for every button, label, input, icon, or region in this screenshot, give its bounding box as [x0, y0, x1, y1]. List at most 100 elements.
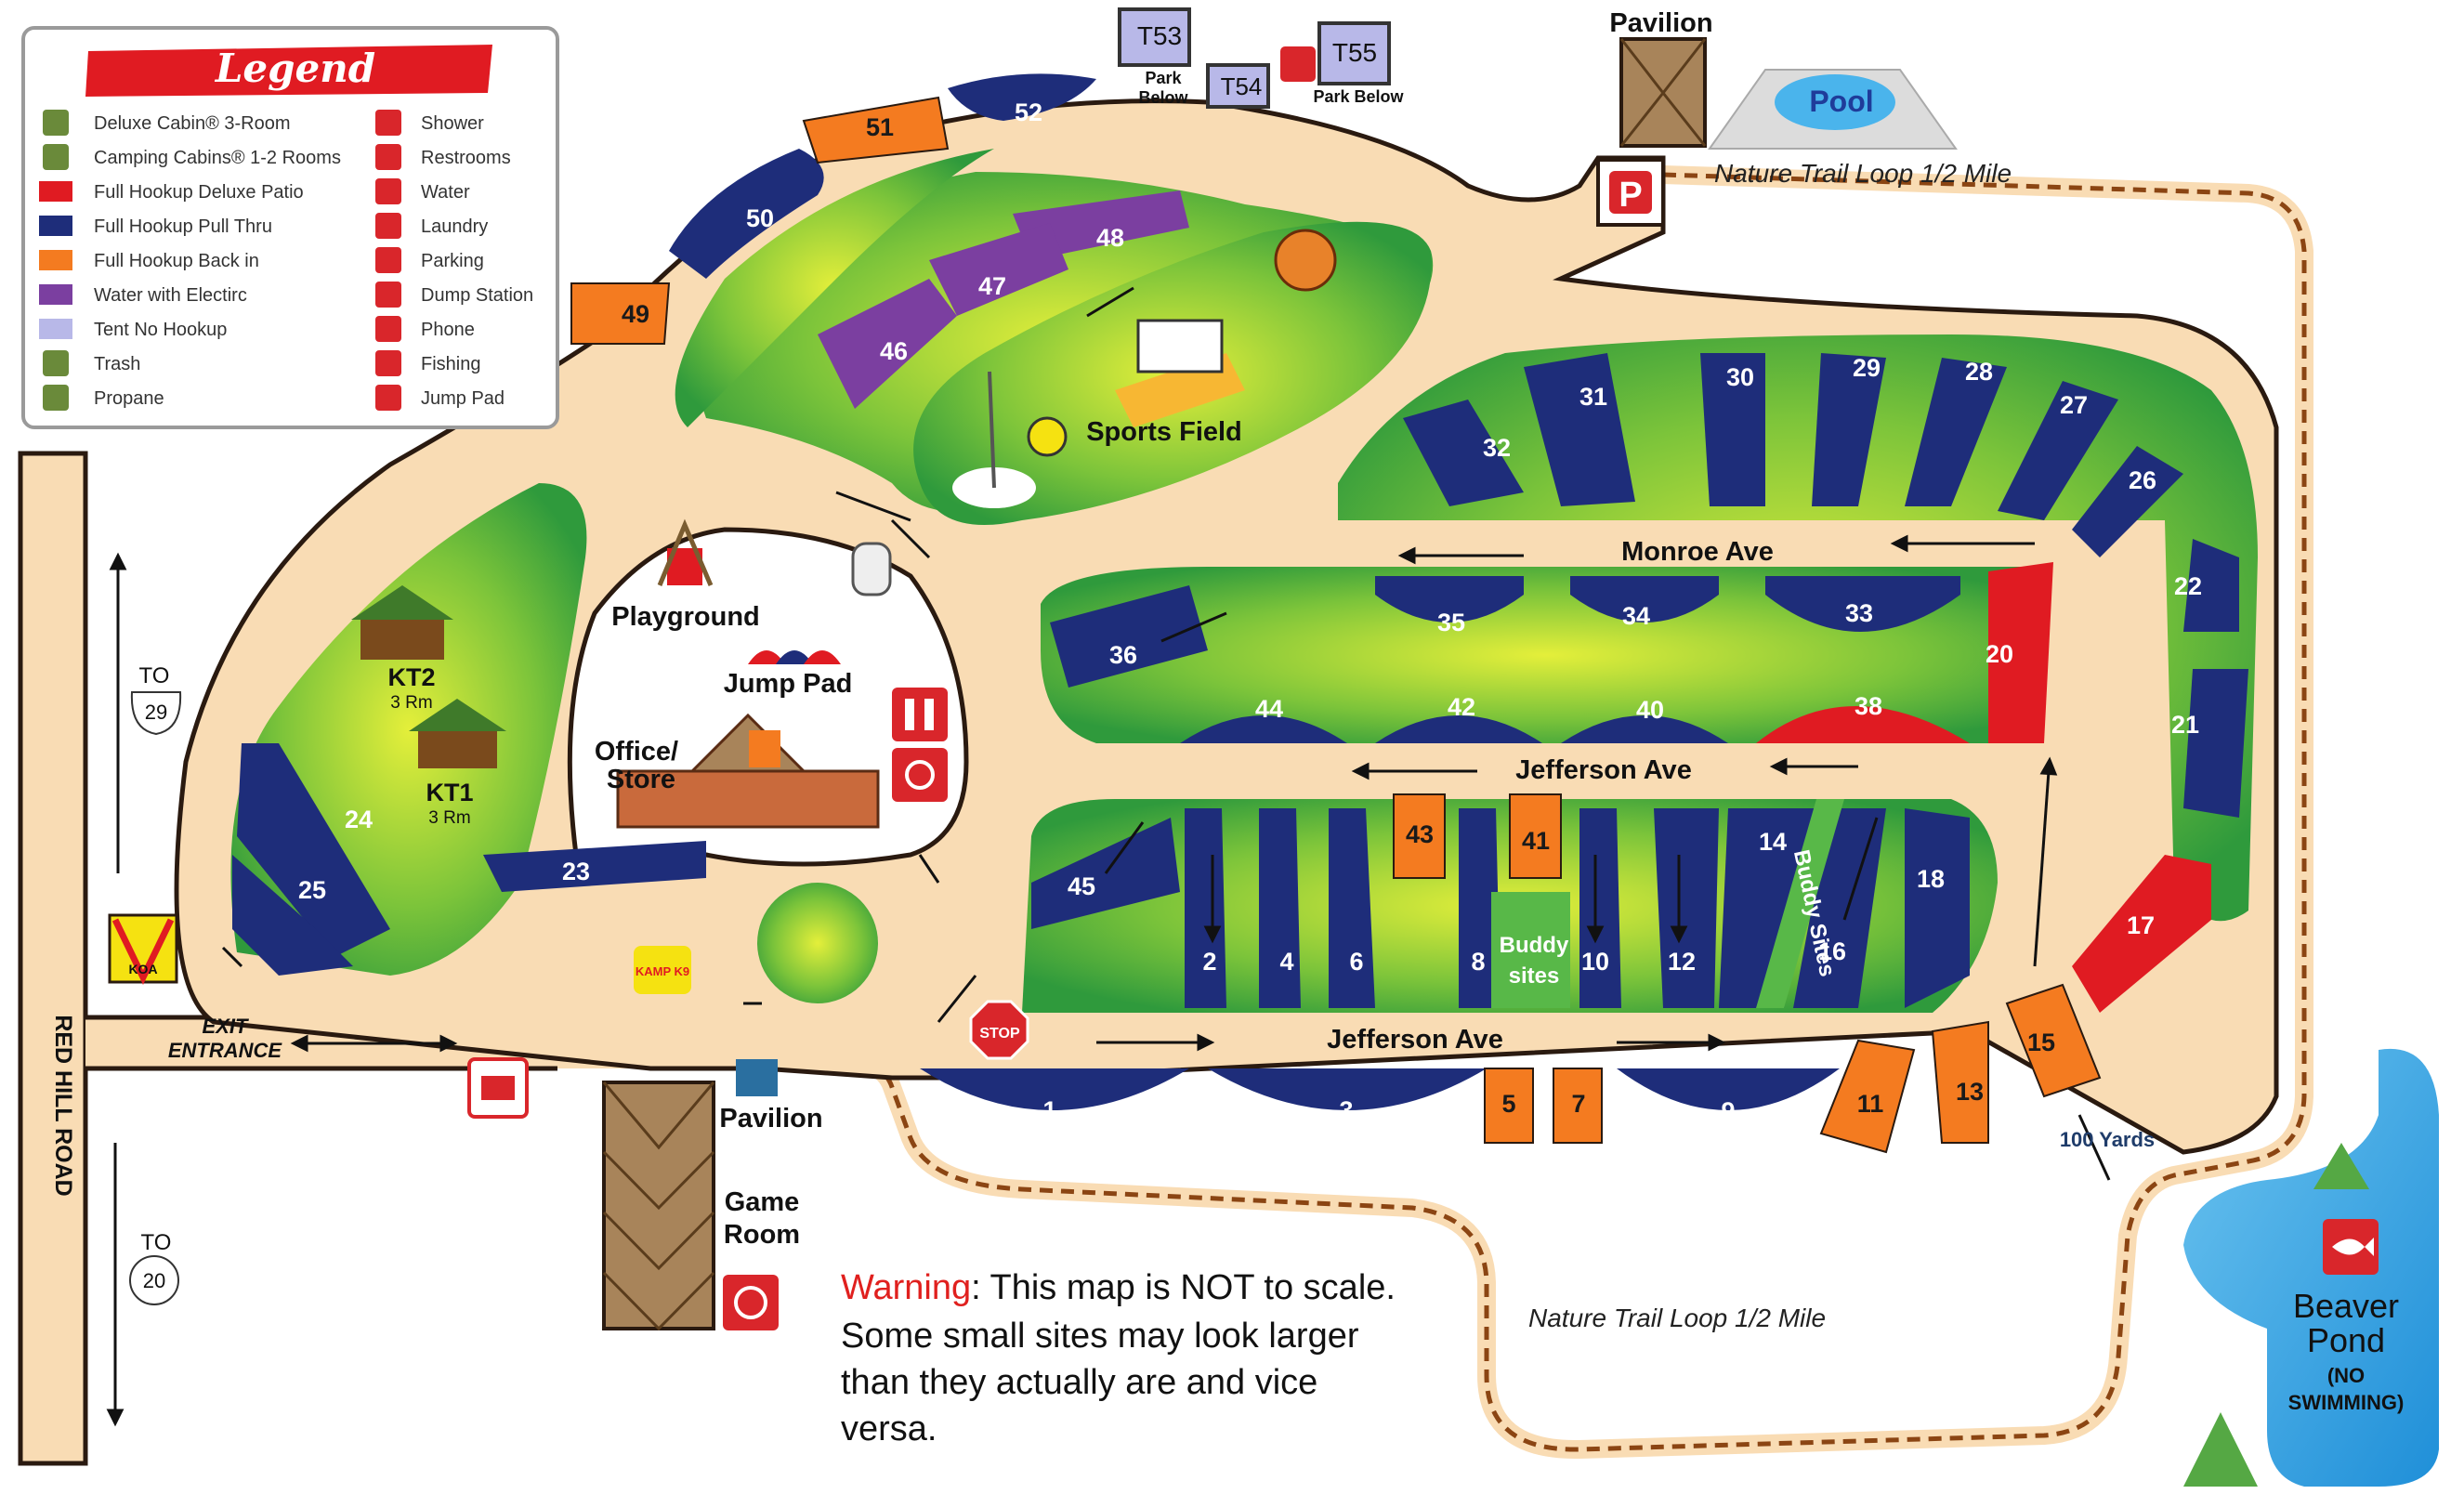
- site-shape-5[interactable]: [1484, 1068, 1534, 1144]
- site-shape-34[interactable]: [1570, 576, 1719, 622]
- site-shape-3[interactable]: [1208, 1068, 1487, 1110]
- restrooms-icon[interactable]: [892, 688, 948, 741]
- beaver-pond-label-line2: Pond: [2307, 1321, 2385, 1359]
- buddy-sites-label-a: Buddy: [1500, 933, 1569, 958]
- site-shape-1[interactable]: [920, 1068, 1189, 1110]
- site-shape-9[interactable]: [1617, 1068, 1840, 1110]
- site-shape-49[interactable]: [570, 282, 671, 345]
- site-shape-50[interactable]: [669, 149, 824, 279]
- site-shape-41[interactable]: [1509, 793, 1562, 879]
- site-shape-17[interactable]: [2072, 855, 2211, 1013]
- laundry-icon[interactable]: [723, 1275, 779, 1330]
- golf-flag-icon: [952, 371, 1068, 508]
- site-shape-7[interactable]: [1553, 1068, 1603, 1144]
- site-shape-28[interactable]: [1905, 358, 2007, 506]
- site-shape-13[interactable]: [1931, 1020, 1989, 1144]
- site-shape-23[interactable]: [483, 841, 706, 892]
- legend-right-label-7: Fishing: [421, 354, 480, 374]
- site-shape-29[interactable]: [1812, 353, 1886, 506]
- game-room-label-line2: Room: [724, 1220, 800, 1250]
- site-label-9: 9: [1721, 1097, 1735, 1125]
- playground-label: Playground: [611, 602, 760, 632]
- site-shape-35[interactable]: [1375, 576, 1524, 622]
- kamp-k9-logo: [634, 946, 691, 994]
- site-shape-6[interactable]: [1329, 808, 1375, 1008]
- site-shape-36[interactable]: [1050, 585, 1208, 688]
- shower-icon[interactable]: [892, 748, 948, 802]
- exit-label: EXIT: [203, 1015, 249, 1038]
- kt2-rooms-label: 3 Rm: [390, 693, 432, 713]
- site-shape-8[interactable]: [1459, 808, 1501, 1008]
- site-shape-26[interactable]: [2072, 446, 2183, 557]
- pool-label: Pool: [1809, 85, 1873, 118]
- street-labels: Monroe Ave Jefferson Ave Jefferson Ave R…: [50, 537, 1774, 1197]
- site-shape-32[interactable]: [1403, 400, 1524, 506]
- game-room-label-line1: Game: [725, 1187, 800, 1217]
- jefferson-ave-upper-road[interactable]: [1050, 743, 2044, 799]
- dump-station-icon[interactable]: [467, 1057, 529, 1119]
- site-shape-47[interactable]: [929, 223, 1068, 316]
- site-shape-43[interactable]: [1393, 793, 1446, 879]
- site-shape-4[interactable]: [1259, 808, 1301, 1008]
- site-label-23: 23: [562, 858, 590, 885]
- monroe-ave-road[interactable]: [1041, 520, 2072, 567]
- site-label-11: 11: [1857, 1090, 1884, 1118]
- to-29-route: 29: [145, 701, 167, 724]
- site-shape-27[interactable]: [1998, 381, 2118, 520]
- site-label-20: 20: [1986, 640, 2013, 668]
- site-shape-14[interactable]: [1719, 808, 1821, 1008]
- cabin-kt1-icon[interactable]: [409, 699, 506, 768]
- fish-shape-icon: [2332, 1238, 2374, 1256]
- propane-icon: [851, 542, 892, 596]
- site-shape-42[interactable]: [1375, 715, 1542, 743]
- site-shape-11[interactable]: [1819, 1039, 1916, 1154]
- site-shape-24[interactable]: [237, 743, 390, 957]
- park-below-b: Park Below: [1313, 87, 1404, 106]
- tent-label-t54: T54: [1221, 72, 1263, 100]
- site-label-43: 43: [1406, 820, 1434, 848]
- red-hill-road[interactable]: [18, 451, 88, 1466]
- site-shape-t55[interactable]: [1317, 21, 1391, 85]
- cabin-kt2-icon[interactable]: [351, 585, 453, 660]
- site-shape-12[interactable]: [1654, 808, 1719, 1008]
- office-label-line2: Store: [607, 765, 675, 794]
- site-label-47: 47: [978, 272, 1006, 300]
- site-shape-31[interactable]: [1524, 353, 1635, 506]
- site-shape-t54[interactable]: [1206, 63, 1270, 109]
- site-shape-38[interactable]: [1756, 706, 1970, 743]
- kamp-k9-label: KAMP K9: [636, 964, 689, 978]
- site-shape-30[interactable]: [1700, 353, 1765, 506]
- warning-line1: : This map is NOT to scale.: [971, 1268, 1396, 1307]
- site-shape-33[interactable]: [1765, 576, 1960, 632]
- site-shape-44[interactable]: [1180, 715, 1347, 743]
- grass-small-oval: [757, 883, 878, 1003]
- site-shape-18[interactable]: [1905, 808, 1970, 1008]
- beaver-pond[interactable]: [2183, 1048, 2439, 1487]
- buddy-sites-vertical-strip[interactable]: [1756, 799, 1844, 1008]
- site-label-29: 29: [1853, 354, 1881, 382]
- site-shape-22[interactable]: [2183, 539, 2239, 632]
- warning-line4: versa.: [841, 1409, 937, 1448]
- site-shape-2[interactable]: [1185, 808, 1226, 1008]
- deluxe-patio-sites: [1756, 562, 2211, 1013]
- site-label-27: 27: [2060, 391, 2088, 419]
- site-shape-51[interactable]: [802, 96, 950, 164]
- site-shape-15[interactable]: [2005, 983, 2102, 1098]
- site-shape-40[interactable]: [1561, 715, 1728, 743]
- buddy-sites-strip[interactable]: [1491, 892, 1570, 1008]
- site-shape-t53[interactable]: [1118, 7, 1191, 67]
- site-shape-10[interactable]: [1579, 808, 1621, 1008]
- site-label-28: 28: [1965, 358, 1993, 386]
- parking-sign[interactable]: [1596, 158, 1665, 227]
- site-shape-52[interactable]: [948, 73, 1096, 121]
- site-shape-46[interactable]: [818, 279, 957, 409]
- water-electric-sites: [818, 190, 1189, 409]
- site-shape-20[interactable]: [1988, 562, 2053, 743]
- site-shape-25[interactable]: [232, 855, 353, 976]
- tent-label-t53: T53: [1137, 21, 1182, 50]
- site-label-41: 41: [1522, 827, 1550, 855]
- site-shape-21[interactable]: [2183, 669, 2248, 818]
- dump-station-icon: [375, 282, 401, 308]
- site-labels: 52 51 50 49 48 47 46 32 31 30 29 28 27 2…: [298, 98, 2202, 1125]
